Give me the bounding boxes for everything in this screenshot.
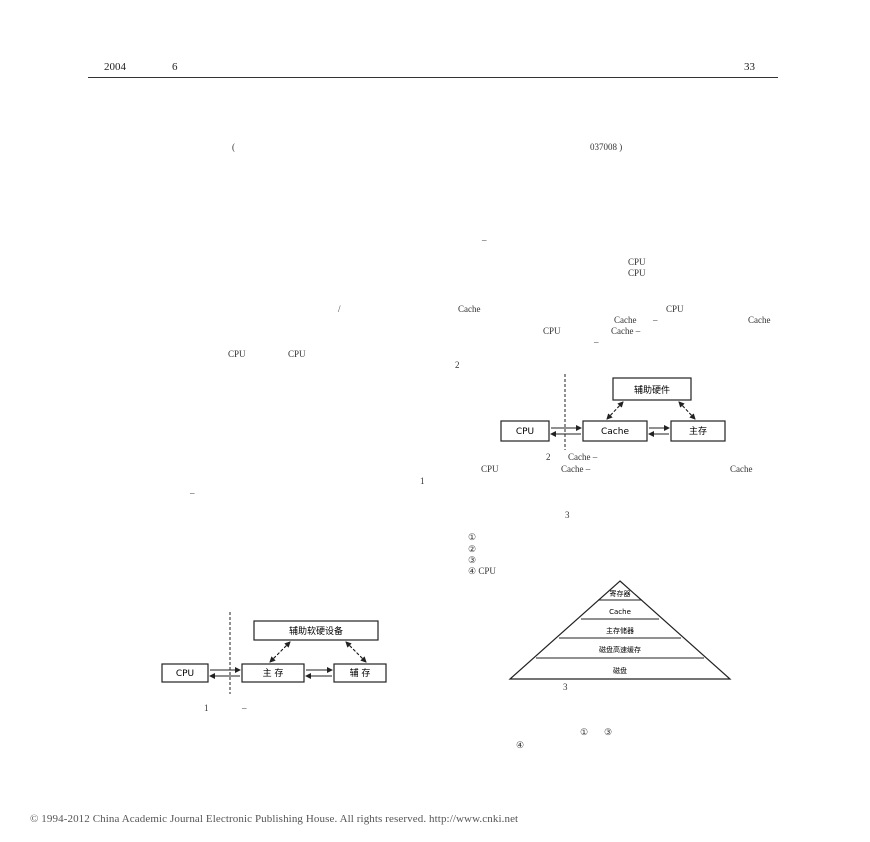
right-dash-3: – [594, 337, 599, 347]
fig1-aux-devices-box [253, 620, 379, 641]
right-dash-2: – [653, 315, 658, 325]
header-page-number: 33 [744, 61, 755, 73]
right-circ-3: ③ [604, 727, 613, 737]
affiliation-paren: ( [232, 142, 235, 152]
left-cpu-b: CPU [288, 349, 306, 359]
right-cache-1: Cache [458, 304, 481, 314]
list-item-3: ③ [468, 555, 477, 565]
right-num-2: 2 [455, 360, 460, 370]
fig1-aux-memory-box [333, 663, 387, 683]
right-cpu-4: CPU [543, 326, 561, 336]
fig2-cache-label: Cache [601, 427, 629, 437]
header-issue: 6 [172, 61, 178, 73]
fig1-main-memory-box [241, 663, 305, 683]
header-year: 2004 [104, 61, 126, 73]
pyramid-level-registers: 寄存器 [610, 589, 631, 598]
right-circ-1: ① [580, 727, 589, 737]
left-cpu-a: CPU [228, 349, 246, 359]
pyramid-level-disk-cache: 磁盘高速缓存 [599, 645, 641, 654]
left-slash: / [338, 304, 341, 314]
postcode: 037008 ) [590, 142, 623, 152]
pyramid-level-disk: 磁盘 [613, 666, 627, 675]
right-cache-6: Cache [730, 464, 753, 474]
header-rule [88, 77, 778, 78]
fig2-cpu-label: CPU [516, 427, 534, 437]
fig2-aux-hardware-label: 辅助硬件 [634, 384, 670, 396]
fig2-cache-box [582, 420, 648, 442]
right-cpu-1: CPU [628, 257, 646, 267]
right-cache-5: Cache – [561, 464, 591, 474]
pyramid-level-main-memory: 主存储器 [606, 626, 634, 635]
fig2-cpu-box [500, 420, 550, 442]
left-num-1: 1 [420, 476, 425, 486]
fig1-cpu-label: CPU [176, 669, 194, 679]
fig2-caption-number: 2 [546, 452, 551, 462]
figure-2-diagram: 辅助硬件 CPU Cache 主存 [500, 374, 726, 450]
pyramid-level-cache: Cache [609, 608, 631, 616]
list-item-2: ② [468, 544, 477, 554]
fig1-cpu-box [161, 663, 209, 683]
fig1-caption-number: 1 [204, 703, 209, 713]
footer-copyright: © 1994-2012 China Academic Journal Elect… [30, 813, 519, 825]
list-item-1: ① [468, 532, 477, 542]
figure-3-pyramid: 寄存器 Cache 主存储器 磁盘高速缓存 磁盘 [508, 580, 732, 680]
fig1-main-memory-label: 主 存 [263, 667, 284, 679]
fig2-caption-text: Cache – [568, 452, 598, 462]
fig2-main-memory-box [670, 420, 726, 442]
fig1-caption-dash: – [242, 703, 247, 713]
right-cache-4: Cache – [611, 326, 641, 336]
fig2-main-memory-label: 主存 [689, 425, 707, 437]
left-dash: – [190, 488, 195, 498]
right-cpu-2: CPU [628, 268, 646, 278]
fig1-aux-devices-label: 辅助软硬设备 [289, 625, 343, 637]
right-circ-4: ④ [516, 740, 525, 750]
list-item-4: ④ CPU [468, 566, 496, 576]
fig3-caption: 3 [563, 682, 568, 692]
figure-1-diagram: 辅助软硬设备 CPU 主 存 辅 存 [161, 612, 387, 694]
right-cpu-5: CPU [481, 464, 499, 474]
right-num-3: 3 [565, 510, 570, 520]
right-cache-2: Cache [614, 315, 637, 325]
fig1-aux-memory-label: 辅 存 [350, 667, 371, 679]
right-cpu-3: CPU [666, 304, 684, 314]
right-cache-3: Cache [748, 315, 771, 325]
fig2-aux-hardware-box [612, 377, 692, 401]
right-dash-1: – [482, 235, 487, 245]
